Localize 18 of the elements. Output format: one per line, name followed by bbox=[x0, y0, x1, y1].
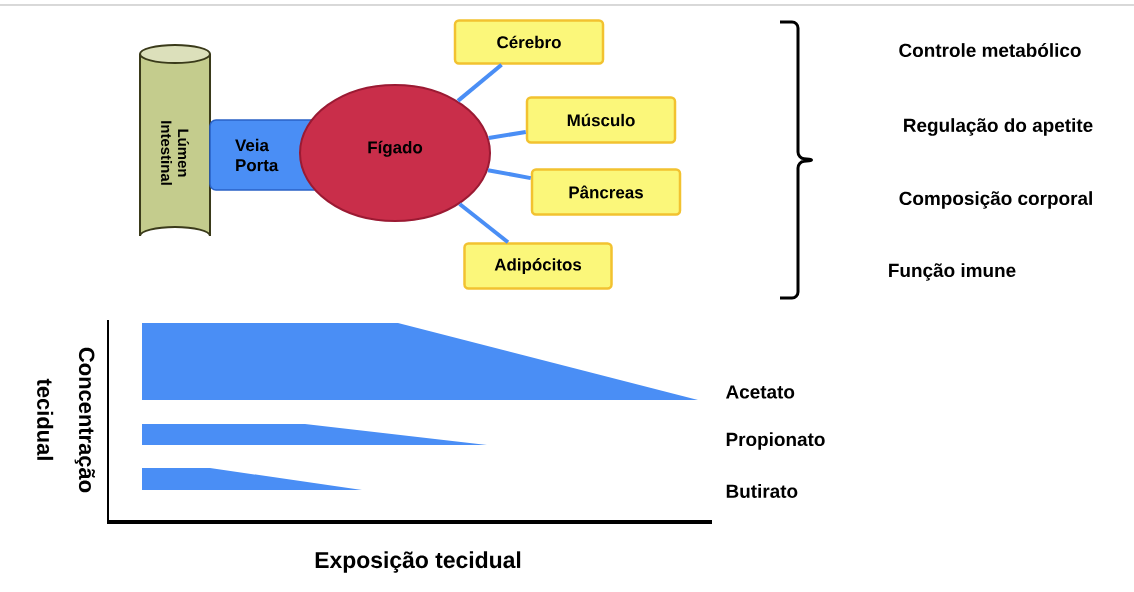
connector-line bbox=[458, 202, 510, 244]
effect-label: Função imune bbox=[889, 263, 1016, 281]
intestine-cylinder: Lúmen Intestinal bbox=[139, 44, 211, 237]
acid-label: Propionato bbox=[726, 432, 825, 450]
organ-box: Cérebro bbox=[453, 19, 605, 65]
acid-label: Acetato bbox=[726, 385, 795, 399]
effect-label: Controle metabólico bbox=[899, 42, 1081, 58]
organ-box: Pâncreas bbox=[530, 168, 682, 216]
axis-label: Concentração tecidual bbox=[37, 347, 95, 493]
effect-label: Composição corporal bbox=[899, 191, 1092, 209]
connector-line bbox=[488, 130, 527, 140]
effect-label: Regulação do apetite bbox=[904, 118, 1093, 136]
connector-line bbox=[487, 168, 532, 181]
acid-label: Butirato bbox=[726, 484, 798, 498]
connector-line bbox=[456, 63, 503, 103]
organ-box: Músculo bbox=[525, 96, 677, 144]
axis-label: Exposição tecidual bbox=[315, 551, 521, 573]
organ-box: Adipócitos bbox=[463, 242, 613, 290]
